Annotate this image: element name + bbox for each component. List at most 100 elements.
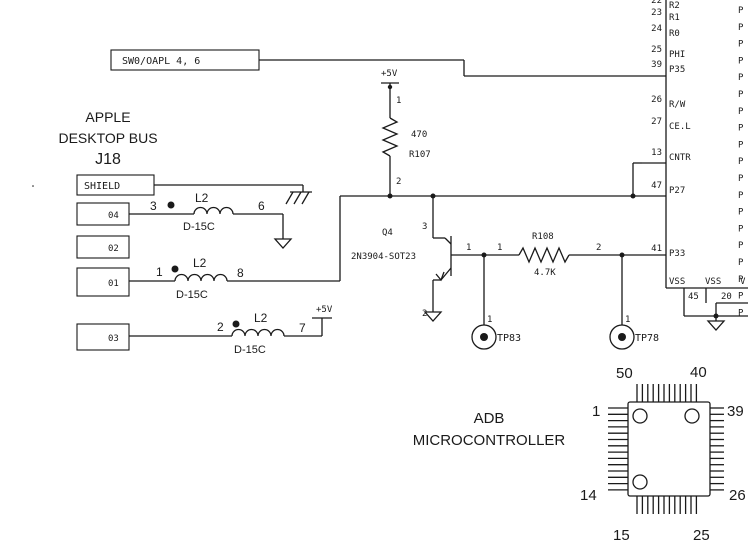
chip-right-pin-name: P	[738, 308, 744, 318]
r108-pin-right: 2	[596, 243, 601, 253]
chip-pin-name: CNTR	[669, 153, 691, 163]
chip-right-pin-name: P	[738, 40, 744, 50]
chip-right-pin-name: P	[738, 6, 744, 16]
stray-dot	[32, 185, 34, 187]
r107-pin-bottom: 2	[396, 177, 401, 187]
chip-pin-number: 22	[651, 0, 662, 6]
pin-04-box	[76, 202, 130, 226]
tp78-label: TP78	[635, 333, 659, 344]
chip-right-pin-name: P	[738, 140, 744, 150]
chip-pin-number: 27	[651, 117, 662, 127]
inductor-c-pin-right: 7	[299, 321, 306, 335]
chip-right-pin-name: P	[738, 208, 744, 218]
chip-right-pin-name: P	[738, 124, 744, 134]
chip-vss-3: V	[740, 277, 746, 287]
connector-title: APPLE DESKTOP BUS J18	[58, 109, 157, 168]
r108-value: 4.7K	[534, 268, 556, 278]
title-line-1: APPLE	[85, 109, 130, 125]
q4-transistor: Q4 2N3904-SOT23 3 2 1	[351, 222, 519, 322]
chip-pin-name: R1	[669, 13, 680, 23]
chip-pin-name: PHI	[669, 50, 685, 60]
chip-pin-name: CE.L	[669, 122, 691, 132]
pkg-num-26: 26	[729, 487, 746, 504]
chip-right-pin-name: P	[738, 23, 744, 33]
chip-pin-name: R0	[669, 29, 680, 39]
inductor-a-ref: L2	[195, 191, 209, 205]
pin-03-box	[76, 323, 130, 351]
q4-pin-e: 2	[422, 309, 427, 319]
chip-pin-number: 24	[651, 24, 662, 34]
chip-right-pin-name: P	[738, 90, 744, 100]
connector-pins: SHIELD 04 02 01 03	[76, 174, 155, 351]
chip-right-pin-name: P	[738, 292, 744, 302]
chip-pin-name: P33	[669, 249, 685, 259]
inductor-b-type: D-15C	[176, 289, 208, 301]
chip-right-pin-name: P	[738, 73, 744, 83]
inductor-c-pin-left: 2	[217, 320, 224, 334]
package-title-1: ADB	[474, 410, 505, 427]
r107-resistor: +5V 1 470 R107 2	[381, 69, 431, 199]
tp83-pin: 1	[487, 315, 492, 325]
chip-vss-1: VSS	[669, 277, 685, 287]
tp83-label: TP83	[497, 333, 521, 344]
chip-pin-name: P35	[669, 65, 685, 75]
pkg-num-25: 25	[693, 527, 710, 544]
pkg-num-40: 40	[690, 364, 707, 381]
chip-right-pin-name: P	[738, 107, 744, 117]
ground-icon	[273, 238, 293, 249]
inductor-c-ref: L2	[254, 311, 268, 325]
inductor-b-ref: L2	[193, 256, 207, 270]
inductor-l2-b: 1 L2 8 D-15C	[129, 256, 340, 301]
chassis-ground-icon	[154, 184, 312, 205]
pkg-num-15: 15	[613, 527, 630, 544]
pkg-num-50: 50	[616, 365, 633, 382]
testpoint-tp78: 1 TP78	[609, 255, 659, 350]
offpage-connector: SW0/OAPL 4, 6	[110, 49, 642, 77]
chip-pin-number: 41	[651, 244, 662, 254]
pin-02-label: 02	[108, 244, 119, 254]
title-line-2: DESKTOP BUS	[58, 130, 157, 146]
inductor-b-pin-right: 8	[237, 266, 244, 280]
vcc-label-1: +5V	[381, 69, 398, 79]
chip-pin-name: R2	[669, 1, 680, 11]
chip-pin-number: 47	[651, 181, 662, 191]
chip-pin-number: 25	[651, 45, 662, 55]
chip-pin-number: 23	[651, 8, 662, 18]
chip-vss-2: VSS	[705, 277, 721, 287]
r108-ref: R108	[532, 232, 554, 242]
q4-part: 2N3904-SOT23	[351, 252, 416, 262]
ground-icon	[423, 311, 443, 322]
title-line-3: J18	[95, 151, 121, 168]
r108-pin-left: 1	[497, 243, 502, 253]
chip-right-pin-name: P	[738, 258, 744, 268]
offpage-label: SW0/OAPL 4, 6	[122, 56, 200, 67]
chip-symbol: 45 20 VSS VSS V	[642, 0, 748, 331]
pin-02-box	[76, 235, 130, 259]
package-title-2: MICROCONTROLLER	[413, 432, 566, 449]
q4-pin-b: 1	[466, 243, 471, 253]
pkg-num-14: 14	[580, 487, 597, 504]
chip-pin-20: 20	[721, 292, 732, 302]
chip-right-pin-name: P	[738, 157, 744, 167]
inductor-c-type: D-15C	[234, 344, 266, 356]
pkg-num-39: 39	[727, 403, 744, 420]
inductor-a-type: D-15C	[183, 221, 215, 233]
package-outline: 50 40 1 39 14 26 15 25	[580, 364, 746, 544]
chip-right-pin-name: P	[738, 56, 744, 66]
pin-03-label: 03	[108, 334, 119, 344]
pin-01-label: 01	[108, 279, 119, 289]
pkg-num-1: 1	[592, 403, 600, 420]
chip-right-pin-name: P	[738, 174, 744, 184]
chip-pin-number: 26	[651, 95, 662, 105]
r107-value: 470	[411, 130, 427, 140]
chip-right-pin-name: P	[738, 224, 744, 234]
r107-ref: R107	[409, 150, 431, 160]
chip-right-pin-name: P	[738, 191, 744, 201]
chip-pin-45: 45	[688, 292, 699, 302]
inductor-a-pin-left: 3	[150, 199, 157, 213]
tp78-pin: 1	[625, 315, 630, 325]
inductor-l2-a: 3 L2 6 D-15C	[129, 191, 293, 249]
inductor-a-pin-right: 6	[258, 199, 265, 213]
